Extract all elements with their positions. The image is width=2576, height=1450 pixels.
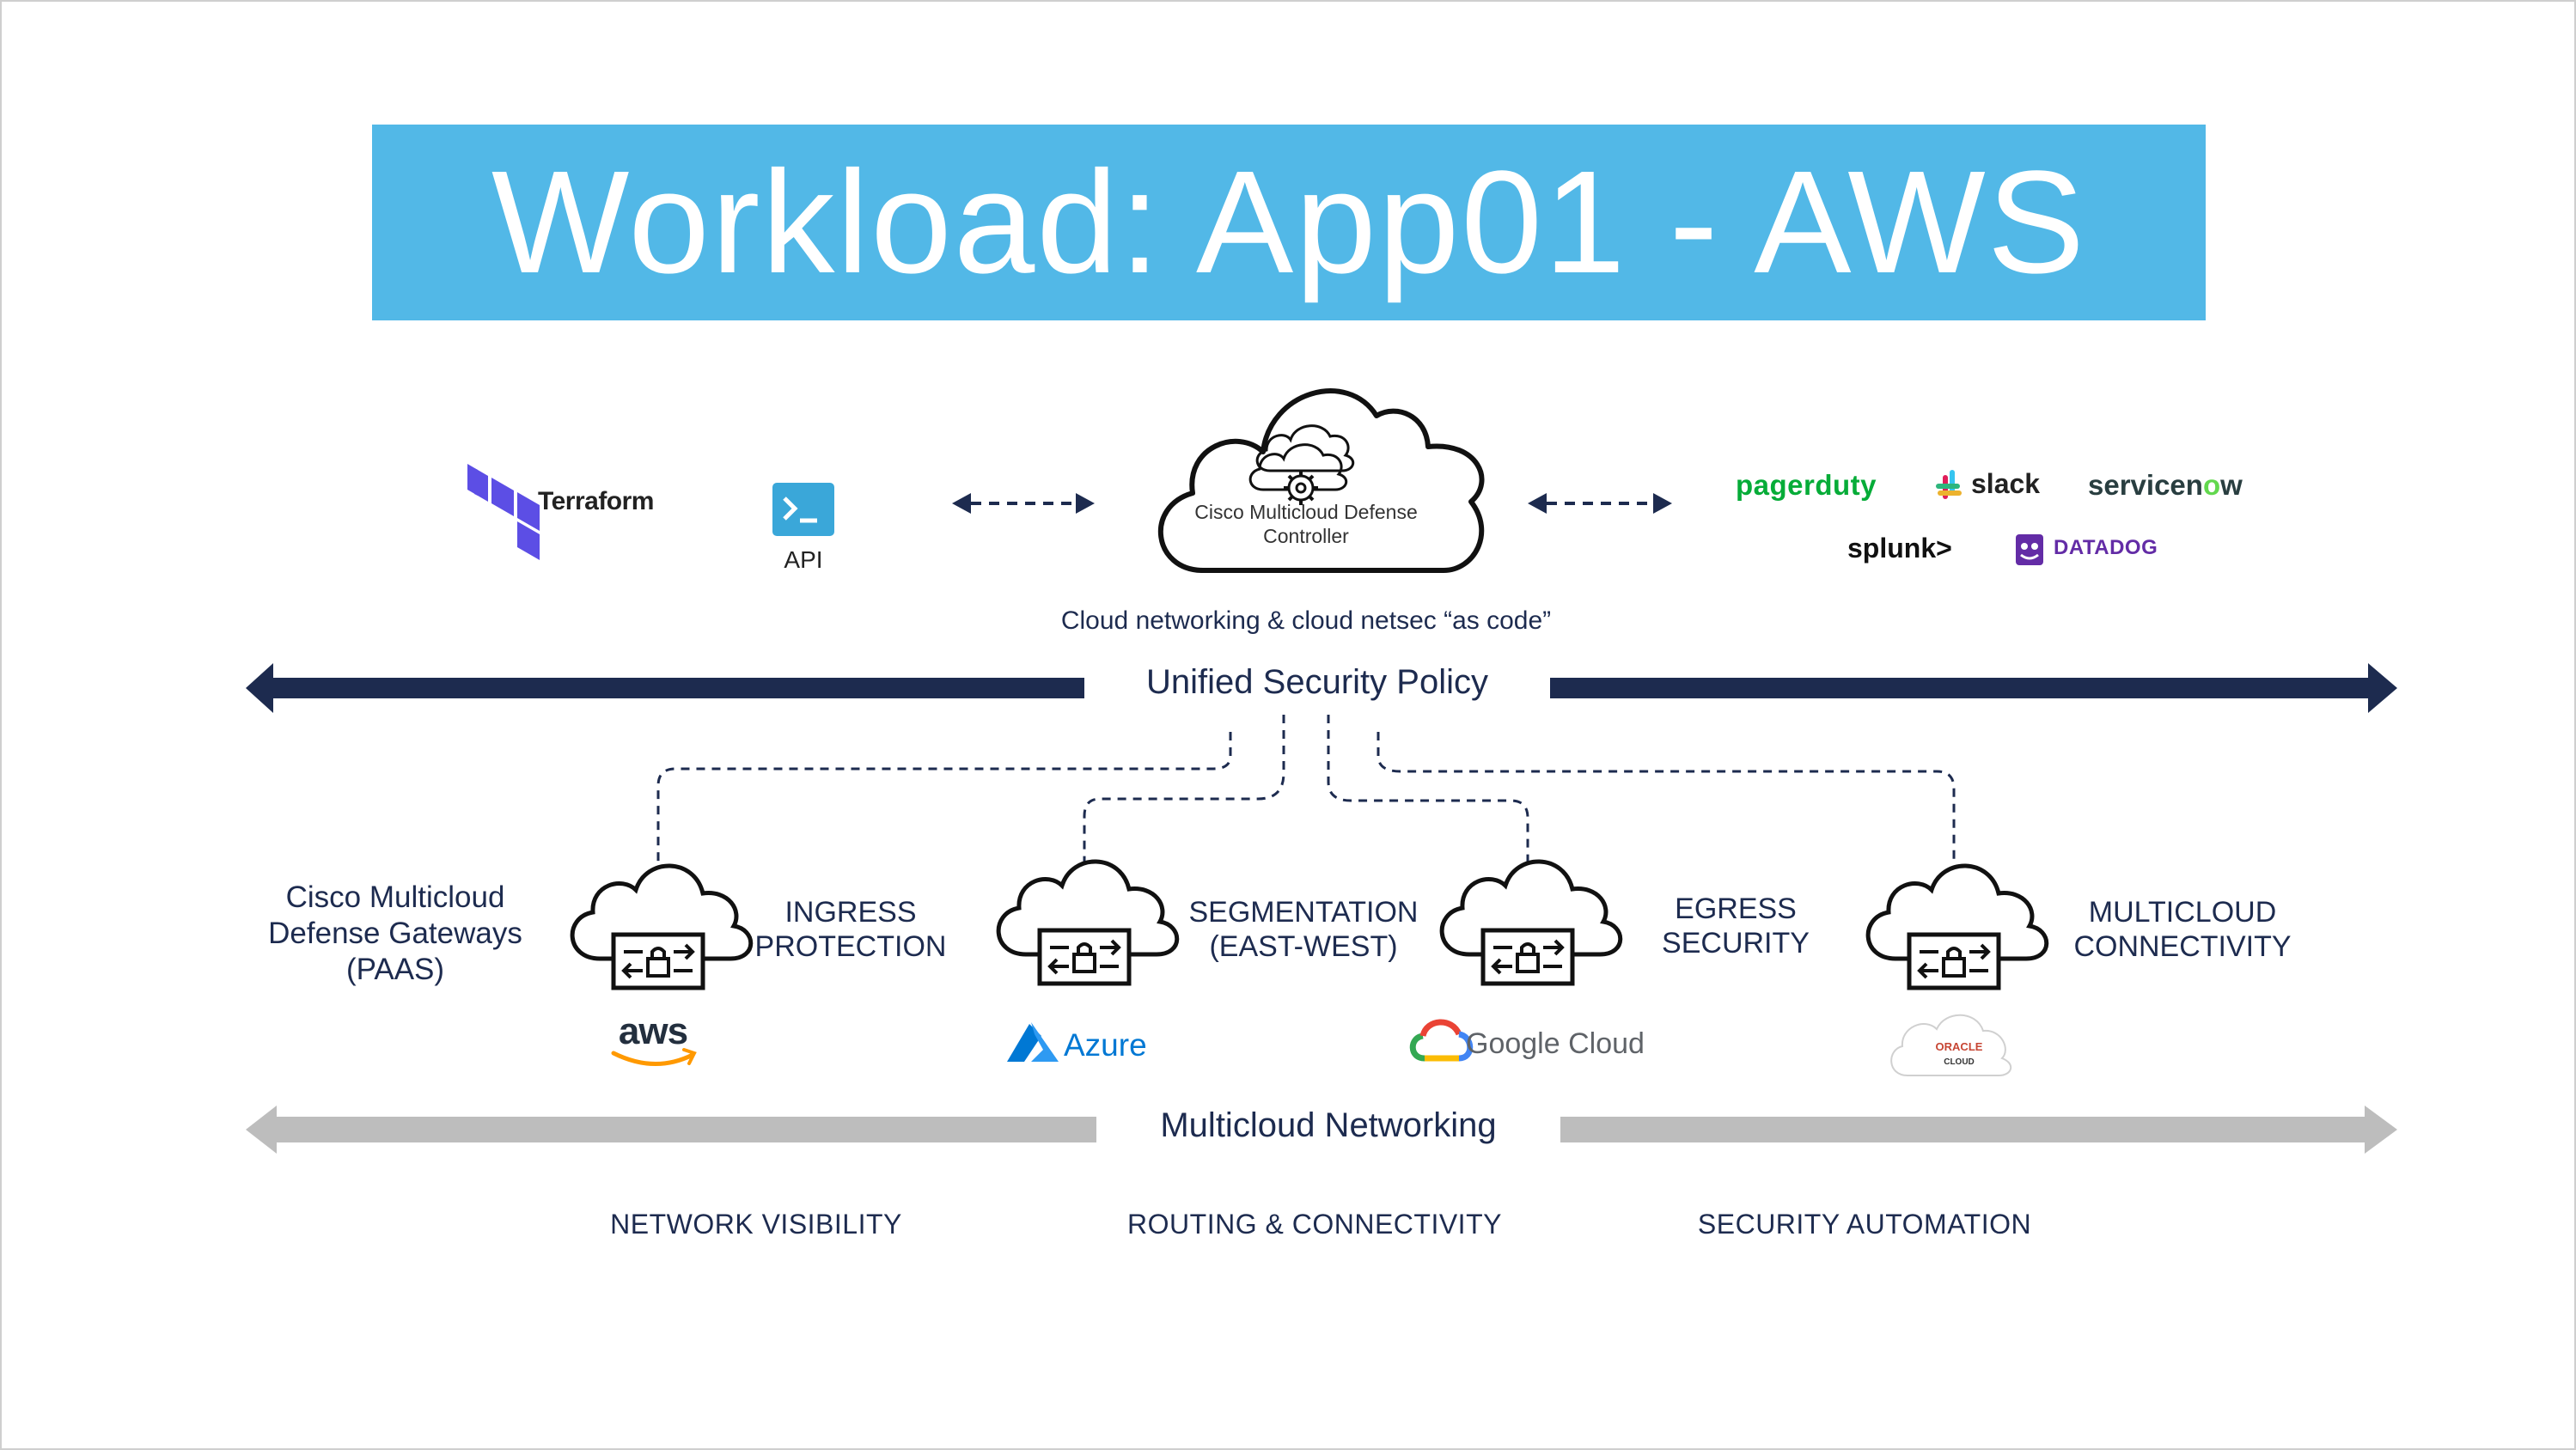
lock-icon: [1942, 957, 1966, 978]
lock-shackle: [1077, 942, 1092, 954]
controller-label-line1: Cisco Multicloud Defense: [1194, 501, 1418, 523]
gateway-function-line1: MULTICLOUD: [2088, 896, 2277, 929]
traffic-arrows-icon: [1047, 939, 1121, 975]
gateways-label-line1: Cisco Multicloud: [285, 880, 505, 914]
gateway-function-label: MULTICLOUD CONNECTIVITY: [2062, 895, 2303, 964]
pagerduty-logo: pagerduty: [1736, 469, 1877, 501]
multicloud-networking-label: Multicloud Networking: [1160, 1106, 1497, 1144]
lock-shackle: [650, 947, 666, 959]
capability-network-visibility: NETWORK VISIBILITY: [610, 1209, 902, 1240]
datadog-icon: [2016, 534, 2043, 565]
gateway-cloud-icon: [1439, 859, 1623, 986]
oracle-cloud-logo-icon: [1890, 1014, 2011, 1076]
aws-logo-smile: [611, 1048, 697, 1066]
unified-policy-label: Unified Security Policy: [1146, 663, 1488, 701]
google-cloud-logo: Google Cloud: [1466, 1027, 1645, 1060]
gateway-function-line1: EGRESS: [1675, 893, 1797, 925]
gateways-label-line2: Defense Gateways: [268, 917, 522, 950]
api-terminal-icon: [772, 483, 834, 536]
traffic-arrows-icon: [1917, 943, 1991, 979]
servicenow-logo-part2: o: [2202, 469, 2221, 501]
api-label: API: [784, 546, 823, 573]
aws-logo: aws: [618, 1010, 688, 1052]
splunk-logo: splunk>: [1847, 533, 1952, 564]
slack-logo: slack: [1971, 468, 2041, 499]
gateways-label: Cisco Multicloud Defense Gateways (PAAS): [249, 880, 541, 988]
capability-security-automation: SECURITY AUTOMATION: [1697, 1209, 2032, 1240]
traffic-arrows-icon: [1491, 939, 1565, 975]
policy-connectors: [656, 715, 1956, 869]
gateway-function-line2: CONNECTIVITY: [2073, 930, 2292, 963]
controller-label-line2: Controller: [1263, 525, 1349, 547]
gateway-function-label: EGRESS SECURITY: [1650, 892, 1822, 960]
gateway-function-line2: SECURITY: [1662, 927, 1810, 960]
multicloud-networking-arrow: [246, 1106, 2397, 1154]
servicenow-logo: servicenow: [2088, 469, 2243, 502]
azure-logo: Azure: [1064, 1027, 1147, 1063]
gateway-firewall-box: [1480, 928, 1575, 986]
gateway-cloud-icon: [996, 859, 1180, 986]
lock-icon: [1516, 953, 1540, 973]
slack-icon: [1936, 470, 1962, 499]
gateway-function-line2: PROTECTION: [754, 930, 947, 963]
gateway-cloud-icon: [1865, 863, 2049, 990]
traffic-arrows-icon: [621, 943, 695, 979]
gateway-function-label: SEGMENTATION (EAST-WEST): [1179, 895, 1428, 964]
google-cloud-logo-icon: [1409, 1019, 1474, 1062]
page-title: Workload: App01 - AWS: [491, 141, 2087, 304]
title-banner: Workload: App01 - AWS: [372, 125, 2206, 320]
terraform-icon: [467, 464, 540, 560]
unified-policy-arrow: [246, 663, 2397, 713]
controller-label: Cisco Multicloud Defense Controller: [1169, 500, 1444, 548]
terraform-label: Terraform: [538, 487, 654, 515]
oracle-logo-text: ORACLE: [1935, 1040, 1983, 1053]
capability-routing-connectivity: ROUTING & CONNECTIVITY: [1127, 1209, 1502, 1240]
gateway-function-label: INGRESS PROTECTION: [748, 895, 954, 964]
gateway-cloud-icon: [570, 863, 754, 990]
servicenow-logo-part3: w: [2220, 469, 2243, 501]
gateway-function-line2: (EAST-WEST): [1209, 930, 1398, 963]
gateway-function-line1: INGRESS: [784, 896, 917, 929]
azure-logo-icon: [1007, 1022, 1059, 1062]
right-dashed-arrow: [1528, 493, 1672, 514]
left-dashed-arrow: [952, 493, 1095, 514]
datadog-logo: DATADOG: [2054, 536, 2158, 559]
lock-shackle: [1946, 947, 1962, 959]
controller-caption: Cloud networking & cloud netsec “as code…: [1060, 606, 1552, 635]
gateway-firewall-box: [611, 932, 705, 990]
servicenow-logo-part1: servicen: [2088, 469, 2203, 501]
lock-shackle: [1520, 942, 1535, 954]
gateway-function-line1: SEGMENTATION: [1188, 896, 1419, 929]
gateways-label-line3: (PAAS): [345, 953, 445, 986]
gateway-firewall-box: [1037, 928, 1132, 986]
oracle-cloud-text: CLOUD: [1944, 1057, 1975, 1067]
oracle-cloud-logo: ORACLE CLOUD: [1909, 1039, 2009, 1070]
controller-cloud-icon: [1157, 388, 1485, 573]
lock-icon: [1072, 953, 1096, 973]
gateway-firewall-box: [1907, 932, 2001, 990]
lock-icon: [646, 957, 670, 978]
